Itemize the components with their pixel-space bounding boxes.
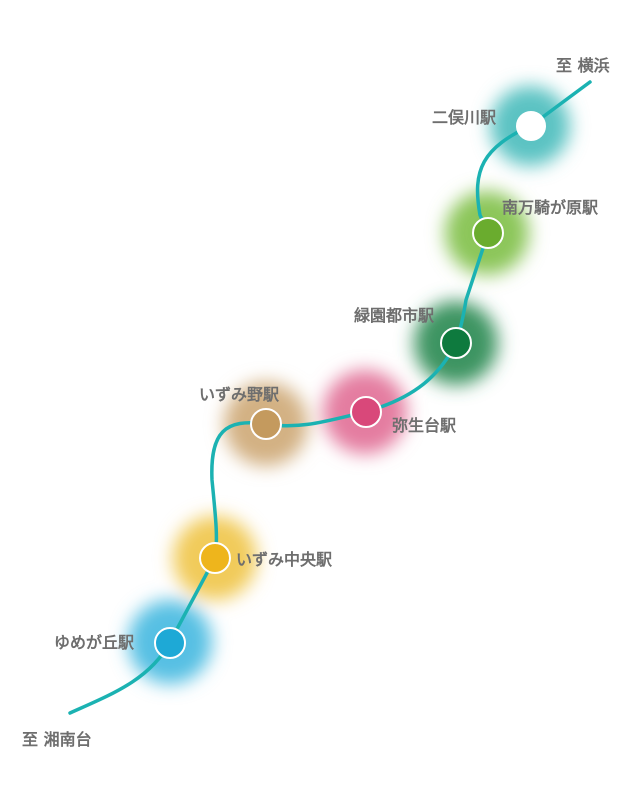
station-marker-izumino[interactable] [250,408,282,440]
station-label-izumino[interactable]: いずみ野駅 [199,385,280,404]
station-markers [154,111,546,659]
station-marker-yayoidai[interactable] [350,396,382,428]
station-marker-minami-makigahara[interactable] [472,217,504,249]
station-label-yayoidai[interactable]: 弥生台駅 [392,416,457,435]
station-marker-futamatagawa[interactable] [516,111,546,141]
terminus-north-label: 至 横浜 [556,56,610,75]
station-marker-ryokuen-toshi[interactable] [440,327,472,359]
terminus-south-label: 至 湘南台 [22,730,92,749]
station-label-minami-makigahara[interactable]: 南万騎が原駅 [502,198,599,217]
station-label-ryokuen-toshi[interactable]: 緑園都市駅 [354,306,435,325]
station-label-izumi-chuo[interactable]: いずみ中央駅 [236,550,333,569]
station-marker-izumi-chuo[interactable] [199,542,231,574]
station-marker-yumegaoka[interactable] [154,627,186,659]
station-label-futamatagawa[interactable]: 二俣川駅 [432,108,497,127]
station-label-yumegaoka[interactable]: ゆめが丘駅 [54,633,135,652]
